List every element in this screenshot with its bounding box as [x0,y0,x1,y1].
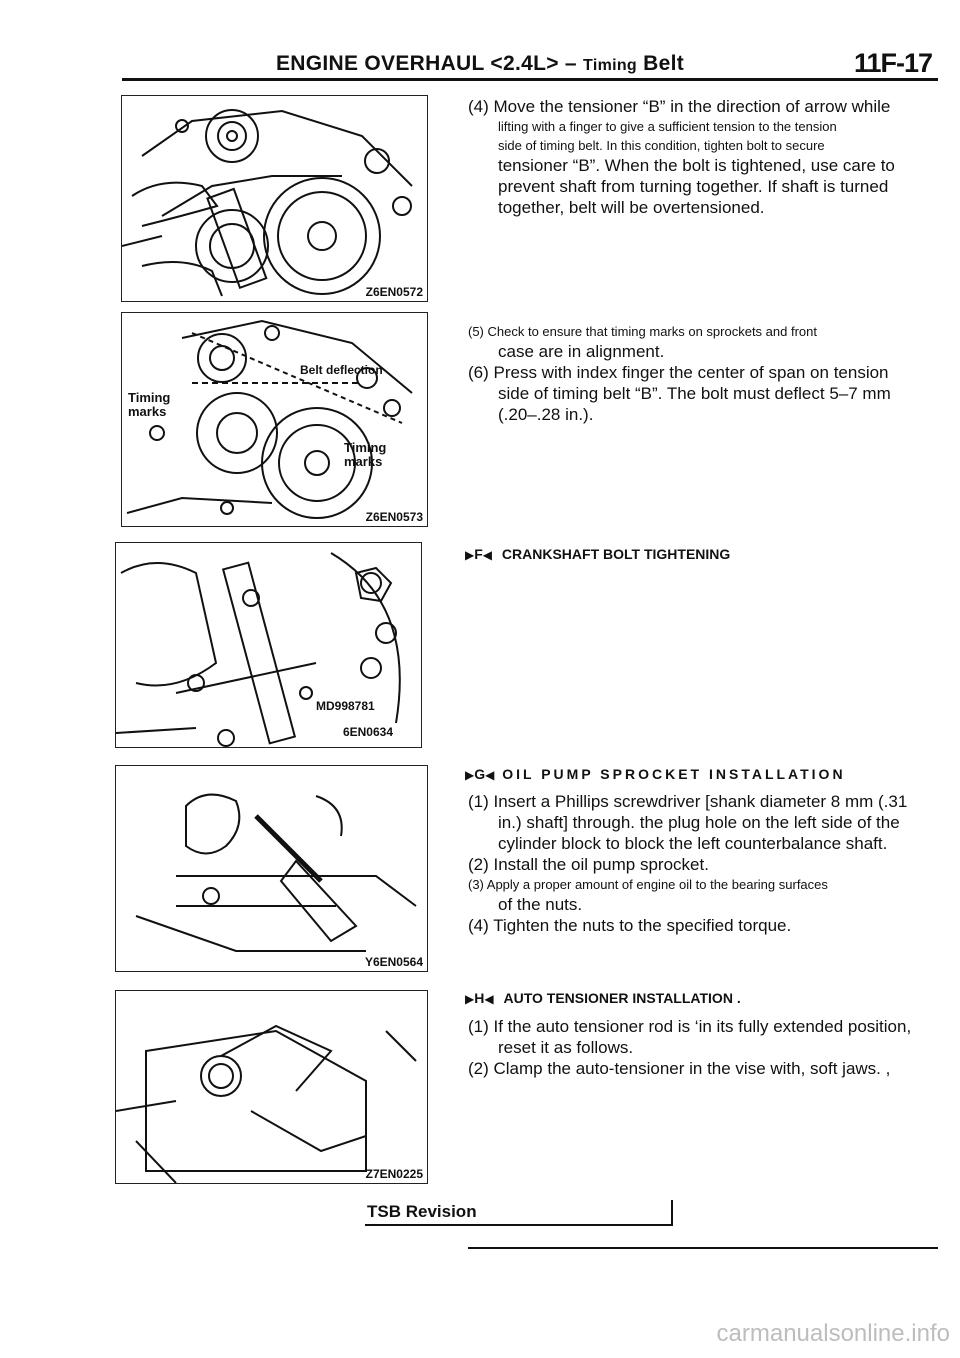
figure-code: 6EN0634 [342,725,393,739]
footer-rule [468,1247,938,1249]
figure-code: Y6EN0564 [364,955,423,969]
label-timing-marks-right: Timing marks [344,440,387,469]
figure-screwdriver-plug: Y6EN0564 [115,765,428,972]
step-4-line-1: (4) Move the tensioner “B” in the direct… [468,97,891,116]
g-step-3-line-1: (3) Apply a proper amount of engine oil … [468,877,828,892]
step-6-line-2: side of timing belt “B”. The bolt must d… [498,384,891,403]
section-h-title: AUTO TENSIONER INSTALLATION . [503,990,741,1006]
g-step-1-line-1: (1) Insert a Phillips screwdriver [shank… [468,792,908,811]
figure-4-drawing [135,793,417,952]
step-4-line-3: side of timing belt. In this condition, … [498,138,825,153]
section-h-marker: H [474,990,485,1006]
g-step-1-line-3: cylinder block to block the left counter… [498,834,888,853]
g-step-3-line-2: of the nuts. [498,895,583,914]
figure-code: Z7EN0225 [365,1167,423,1181]
h-step-2: (2) Clamp the auto-tensioner in the vise… [468,1059,891,1078]
step-4-line-2: lifting with a finger to give a sufficie… [498,119,837,134]
page-header: ENGINE OVERHAUL <2.4L> – Timing Belt [0,52,960,76]
step-5-line-1: (5) Check to ensure that timing marks on… [468,324,817,339]
step-6-line-3: (.20–.28 in.). [498,405,594,424]
figure-auto-tensioner-vise: Z7EN0225 [115,990,428,1184]
step-6-line-1: (6) Press with index finger the center o… [468,363,889,382]
section-h-steps: (1) If the auto tensioner rod is ‘in its… [468,1016,938,1079]
section-g-steps: (1) Insert a Phillips screwdriver [shank… [468,791,938,936]
right-triangle-icon: ▶ [465,548,475,562]
header-belt: Belt [643,52,685,75]
right-triangle-icon: ▶ [465,768,475,782]
step-4-line-4: tensioner “B”. When the bolt is tightene… [498,156,895,175]
g-step-2: (2) Install the oil pump sprocket. [468,855,709,874]
step-4-block: (4) Move the tensioner “B” in the direct… [468,96,938,218]
page-number: 11F-17 [853,48,933,78]
figure-2-drawing [126,319,413,519]
header-title-main: ENGINE OVERHAUL [275,52,485,75]
g-step-1-line-2: in.) shaft] through. the plug hole on th… [498,813,900,832]
step-5-line-2: case are in alignment. [498,342,665,361]
header-engine: <2.4L> [490,52,559,75]
label-timing-marks-left: Timing marks [128,390,171,419]
step-5-6-block: (5) Check to ensure that timing marks on… [468,322,938,425]
figure-1-drawing [122,109,413,297]
step-4-line-6: together, belt will be overtensioned. [498,198,765,217]
watermark-text[interactable]: carmanualsonline.info [716,1320,950,1347]
g-step-4: (4) Tighten the nuts to the specified to… [468,916,792,935]
tsb-revision-box: TSB Revision [365,1200,673,1226]
h-step-1-line-1: (1) If the auto tensioner rod is ‘in its… [468,1017,912,1036]
section-g-marker: G [474,766,486,782]
header-rule [122,78,938,81]
figure-tensioner-wrench: Z6EN0572 [121,95,428,302]
tsb-revision-label: TSB Revision [367,1202,477,1221]
figure-crankshaft-tool: MD998781 6EN0634 [115,542,422,748]
left-triangle-icon: ◀ [485,768,495,782]
figure-3-drawing [116,552,401,747]
section-f-title: CRANKSHAFT BOLT TIGHTENING [501,546,731,562]
figure-5-drawing [116,1024,417,1183]
figure-code: Z6EN0572 [365,285,423,299]
label-tool-md998781: MD998781 [316,699,375,713]
right-triangle-icon: ▶ [465,992,475,1006]
header-section: Timing [583,57,637,74]
header-dash: – [564,52,577,75]
h-step-1-line-2: reset it as follows. [498,1038,634,1057]
figure-code: Z6EN0573 [365,510,423,524]
section-h-heading: ▶H◀ AUTO TENSIONER INSTALLATION . [465,990,935,1006]
left-triangle-icon: ◀ [482,548,493,562]
section-g-title: OIL PUMP SPROCKET INSTALLATION [502,766,846,782]
figure-timing-marks: Timing marks Belt deflection Timing mark… [121,312,428,527]
left-triangle-icon: ◀ [484,992,494,1006]
step-4-line-5: prevent shaft from turning together. If … [498,177,889,196]
section-f-marker: F [474,546,483,562]
section-f-heading: ▶F◀ CRANKSHAFT BOLT TIGHTENING [465,546,935,562]
label-belt-deflection: Belt deflection [300,363,383,377]
section-g-heading: ▶G◀ OIL PUMP SPROCKET INSTALLATION [465,766,935,782]
